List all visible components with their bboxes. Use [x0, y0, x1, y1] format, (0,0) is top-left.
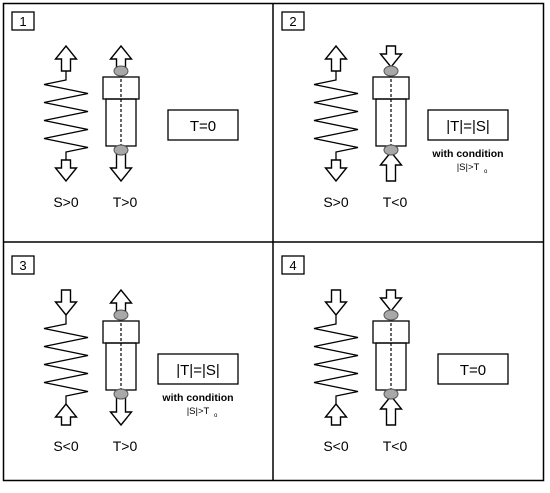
result-box — [427, 109, 509, 141]
result-text: T=0 — [190, 118, 216, 135]
spring-bottom-arrow — [54, 402, 78, 426]
panel-3: 3S<0 T>0 |T|=|S| with condition |S|>T o — [11, 255, 239, 454]
damper-top-arrow — [109, 44, 133, 68]
spring-coil — [313, 71, 359, 160]
result-box — [157, 353, 239, 385]
condition-formula: |S|>T — [187, 406, 210, 417]
damper-label: T<0 — [383, 194, 408, 210]
damper-top-joint — [383, 65, 399, 77]
damper-bottom-joint — [383, 388, 399, 400]
damper-bottom-arrow — [109, 151, 133, 183]
panel-number-box — [281, 255, 305, 275]
damper-top-joint — [383, 309, 399, 321]
result-text: |T|=|S| — [446, 118, 490, 135]
spring-top-arrow — [54, 44, 78, 72]
damper-top-arrow — [379, 289, 403, 313]
result-box — [437, 353, 509, 385]
damper-bottom-joint — [113, 388, 129, 400]
result-text: |T|=|S| — [176, 362, 220, 379]
damper-label: T<0 — [383, 438, 408, 454]
damper-bottom-arrow — [379, 150, 403, 182]
damper-label: T>0 — [113, 438, 138, 454]
panel-number: 3 — [19, 258, 26, 273]
condition-formula: |S|>T — [457, 162, 480, 173]
spring-top-arrow — [324, 44, 348, 72]
condition-subscript: o — [214, 413, 218, 419]
panel-2: 2S>0 T<0 |T|=|S| with condition |S|>T o — [281, 11, 509, 210]
damper-bottom-arrow — [379, 394, 403, 426]
spring-label: S<0 — [53, 438, 79, 454]
damper-bottom-joint — [383, 144, 399, 156]
spring-top-arrow — [54, 289, 78, 317]
spring-label: S<0 — [323, 438, 349, 454]
damper-top-joint — [113, 65, 129, 77]
spring-top-arrow — [324, 289, 348, 317]
damper-bottom-arrow — [109, 395, 133, 427]
spring-coil — [43, 314, 89, 404]
damper-bottom-joint — [113, 144, 129, 156]
condition-label: with condition — [431, 148, 503, 160]
result-box — [167, 109, 239, 141]
panel-1: 1S>0 T>0 T=0 — [11, 11, 239, 210]
spring-bottom-arrow — [54, 159, 78, 183]
panel-number: 2 — [289, 14, 296, 29]
spring-coil — [43, 71, 89, 160]
damper-top-arrow — [109, 288, 133, 312]
damper-top-joint — [113, 309, 129, 321]
damper-top-arrow — [379, 45, 403, 69]
condition-label: with condition — [161, 392, 233, 404]
panel-4: 4S<0 T<0 T=0 — [281, 255, 509, 454]
panel-number: 4 — [289, 258, 296, 273]
spring-label: S>0 — [323, 194, 349, 210]
panel-number-box — [281, 11, 305, 31]
spring-bottom-arrow — [324, 159, 348, 183]
panel-number-box — [11, 11, 35, 31]
spring-coil — [313, 314, 359, 404]
panel-number: 1 — [19, 14, 26, 29]
spring-bottom-arrow — [324, 402, 348, 426]
spring-label: S>0 — [53, 194, 79, 210]
damper-label: T>0 — [113, 194, 138, 210]
condition-subscript: o — [484, 169, 488, 175]
result-text: T=0 — [460, 362, 486, 379]
panel-number-box — [11, 255, 35, 275]
